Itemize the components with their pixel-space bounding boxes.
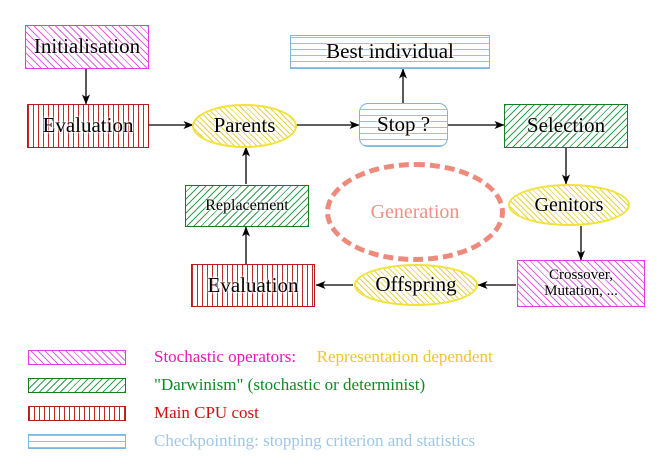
node-evaluation-bottom[interactable]: Evaluation	[191, 264, 315, 307]
node-replacement[interactable]: Replacement	[185, 185, 309, 227]
node-genitors-label: Genitors	[534, 193, 604, 216]
node-selection[interactable]: Selection	[504, 104, 628, 148]
legend-label-representation-dependent: Representation dependent	[316, 347, 493, 366]
node-parents-label: Parents	[213, 113, 276, 138]
generation-cycle-ellipse: Generation	[325, 162, 505, 262]
legend-swatch-blue-horizontal-hatch	[28, 433, 126, 449]
legend-text-stochastic: Stochastic operators: Representation dep…	[154, 347, 493, 367]
node-replacement-label: Replacement	[205, 196, 289, 214]
legend-swatch-red-vertical-hatch	[28, 405, 126, 421]
node-offspring-label: Offspring	[375, 272, 457, 297]
node-evaluation-top-label: Evaluation	[42, 113, 134, 138]
node-stop-label: Stop ?	[376, 112, 431, 137]
node-mutation-label: Mutation, ...	[544, 282, 618, 299]
generation-label: Generation	[370, 200, 460, 223]
legend-label-stochastic-operators: Stochastic operators:	[154, 347, 297, 366]
legend-row-stochastic-operators: Stochastic operators: Representation dep…	[28, 344, 493, 370]
node-evaluation-bottom-label: Evaluation	[207, 272, 299, 297]
legend-label-main-cpu-cost: Main CPU cost	[154, 403, 259, 422]
legend-swatch-green-diagonal-hatch	[28, 377, 126, 393]
legend-label-checkpointing: Checkpointing: stopping criterion and st…	[154, 431, 476, 450]
node-parents[interactable]: Parents	[192, 104, 297, 148]
node-evaluation-top[interactable]: Evaluation	[27, 104, 149, 148]
node-best-individual[interactable]: Best individual	[290, 35, 490, 69]
node-genitors[interactable]: Genitors	[508, 184, 630, 226]
legend-row-main-cpu-cost: Main CPU cost	[28, 400, 259, 426]
node-crossover-mutation[interactable]: Crossover, Mutation, ...	[517, 260, 645, 307]
legend-row-darwinism: "Darwinism" (stochastic or determinist)	[28, 372, 425, 398]
node-best-individual-label: Best individual	[326, 39, 454, 64]
legend-swatch-magenta-diagonal-hatch	[28, 349, 126, 365]
legend-label-darwinism: "Darwinism" (stochastic or determinist)	[154, 375, 426, 394]
legend: Stochastic operators: Representation dep…	[0, 338, 662, 458]
node-offspring[interactable]: Offspring	[354, 264, 478, 306]
node-stop[interactable]: Stop ?	[359, 103, 448, 147]
node-crossover-label: Crossover,	[549, 267, 613, 284]
node-initialisation-label: Initialisation	[33, 34, 141, 59]
node-selection-label: Selection	[526, 113, 606, 138]
node-initialisation[interactable]: Initialisation	[25, 25, 149, 69]
legend-row-checkpointing: Checkpointing: stopping criterion and st…	[28, 428, 475, 454]
